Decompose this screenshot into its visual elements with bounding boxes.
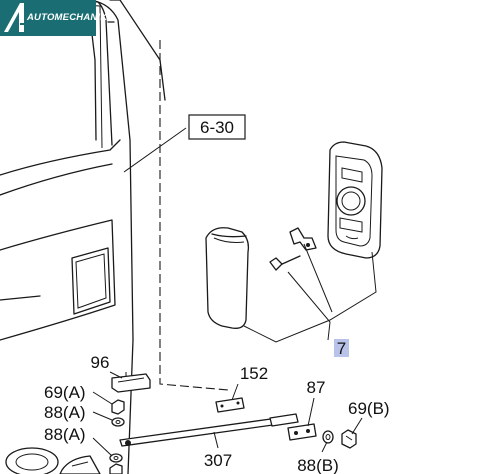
callout-7-highlight [334,339,349,357]
callout-88a-lower: 88(A) [44,425,86,444]
callout-69a: 69(A) [44,383,86,402]
part-87-plate [287,423,317,441]
part-96-clip [111,372,151,393]
leader-69a [92,391,113,405]
part-88b-washer [322,430,334,444]
ref-label-6-30: 6-30 [200,118,234,137]
logo-text: AUTOMECHANIKA [27,12,115,23]
callout-69b: 69(B) [348,399,390,418]
mirror-cover [205,227,250,329]
logo-a-mark-icon [4,3,28,32]
callout-307: 307 [204,451,232,470]
hinge-assembly-left [5,447,101,474]
callout-7: 7 [337,339,346,358]
callout-88a-upper: 88(A) [44,403,86,422]
callout-152: 152 [240,364,268,383]
leader-307 [213,431,219,449]
automechanika-logo: AUTOMECHANIKA [0,0,114,36]
leader-7 [243,243,377,343]
ref-box-6-30 [188,114,246,140]
leader-69b [351,417,363,435]
routing-dashed-line [159,40,229,391]
marker-lamp [327,141,383,259]
leader-88a-lower [92,437,113,457]
mounting-screw [269,255,301,271]
part-69a-nut [111,399,125,415]
part-152-bracket [215,397,245,413]
callout-96: 96 [91,353,110,372]
part-307-rod [119,413,299,447]
leader-88b [321,441,328,453]
part-88a-washer-lower [109,453,123,474]
leader-88a-upper [92,411,113,421]
callout-87: 87 [307,378,326,397]
part-88a-washer-upper [111,417,125,427]
leader-152 [231,383,239,401]
mounting-bracket [289,227,317,251]
leader-87 [307,397,315,427]
callout-88b: 88(B) [297,456,339,474]
leader-96 [109,371,123,379]
part-69b-nut [341,429,357,449]
leader-6-30 [123,127,187,173]
